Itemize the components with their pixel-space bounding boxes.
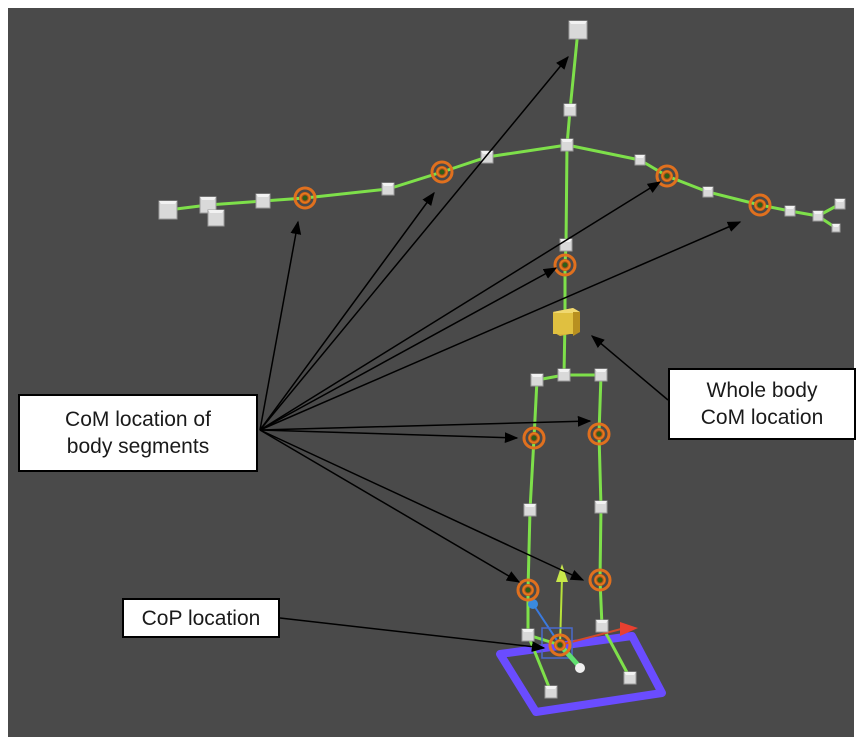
cube-icon (207, 209, 225, 227)
cop-label: CoP location (122, 598, 280, 638)
com-target-icon (588, 568, 612, 592)
com-target-icon (655, 164, 679, 188)
cop-label-text: CoP location (141, 606, 261, 630)
annotation-arrows (259, 55, 742, 652)
cube-icon (784, 205, 796, 217)
cube-icon (521, 628, 535, 642)
cube-icon (523, 503, 537, 517)
cube-icon (634, 154, 646, 166)
segment-com-arrow (259, 429, 519, 444)
cube-icon (812, 210, 824, 222)
segment-com-arrow (259, 221, 742, 431)
cube-icon (595, 619, 609, 633)
cube-icon (834, 198, 846, 210)
segment-com-arrow (259, 181, 662, 431)
cube-icon (158, 200, 178, 220)
segments-com-label-line2: body segments (66, 435, 210, 458)
segment-com-arrow (259, 55, 569, 431)
com-target-icon (548, 633, 572, 657)
gold-cube-icon (553, 308, 580, 336)
com-target-icon (430, 160, 454, 184)
com-target-icon (516, 578, 540, 602)
cube-icon (594, 500, 608, 514)
cube-icon (568, 20, 588, 40)
segment-com-arrow (259, 191, 435, 431)
joint-markers (158, 20, 846, 699)
segment-com-arrow (259, 220, 302, 431)
cube-icon (544, 685, 558, 699)
whole-body-com-label-line2: CoM location (700, 406, 824, 429)
com-target-icon (587, 422, 611, 446)
cube-icon (255, 193, 271, 209)
segments-com-label-line1: CoM location of (65, 408, 211, 431)
com-target-icon (553, 253, 577, 277)
cube-icon (594, 368, 608, 382)
com-target-icon (293, 186, 317, 210)
whole-body-com-label: Whole body CoM location (668, 368, 856, 440)
cube-icon (702, 186, 714, 198)
cube-icon (557, 368, 571, 382)
cube-icon (381, 182, 395, 196)
segment-com-arrow (259, 267, 558, 431)
cube-icon (623, 671, 637, 685)
cop-force-plate (496, 632, 666, 716)
com-target-icon (748, 193, 772, 217)
left-arm-bone (166, 143, 569, 212)
cube-icon (530, 373, 544, 387)
cop-arrow (279, 617, 546, 652)
cube-icon (560, 138, 574, 152)
whole-body-com-arrow (590, 335, 669, 401)
com-target-icon (522, 426, 546, 450)
whole-body-com-label-line1: Whole body (706, 379, 818, 402)
segment-com-markers (293, 160, 772, 657)
segments-com-label: CoM location of body segments (18, 394, 258, 472)
cube-icon (831, 223, 841, 233)
cube-icon (563, 103, 577, 117)
segment-com-arrow (259, 429, 521, 583)
cube-icon (480, 150, 494, 164)
segment-com-arrow (259, 429, 585, 581)
segment-com-arrow (259, 415, 592, 431)
